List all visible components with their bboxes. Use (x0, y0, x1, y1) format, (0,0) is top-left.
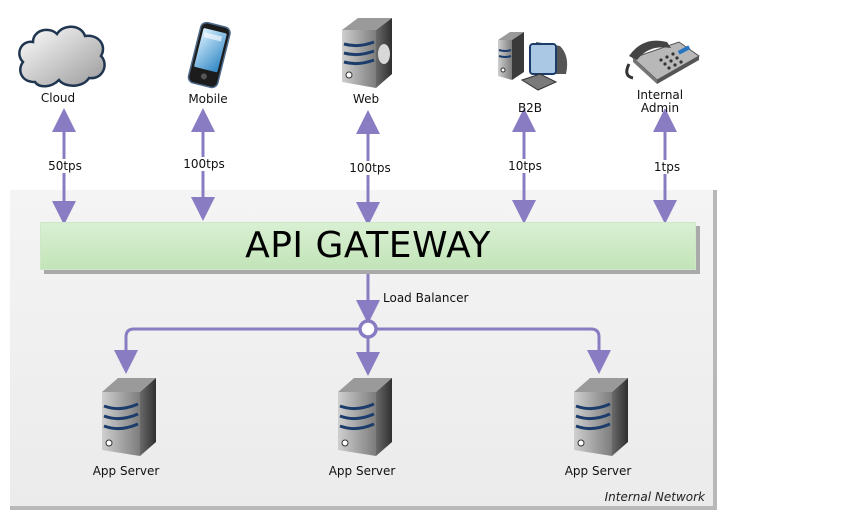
client-label-mobile: Mobile (188, 92, 228, 106)
client-label-admin-line1: Internal (636, 88, 684, 102)
load-balancer-node (358, 319, 378, 339)
api-gateway: API GATEWAY (40, 222, 696, 270)
app-server-label-1: App Server (92, 464, 160, 478)
client-label-admin-line2: Admin (640, 101, 680, 115)
app-server-label-2: App Server (328, 464, 396, 478)
app-server-icon-2 (338, 378, 392, 456)
rate-label-b2b: 10tps (504, 159, 546, 173)
telephone-icon (625, 40, 700, 84)
client-label-admin: Internal Admin (630, 89, 690, 115)
client-label-b2b: B2B (517, 101, 543, 115)
internal-network-label: Internal Network (604, 490, 705, 504)
lb-to-server-left-arrow (114, 327, 360, 374)
workstation-icon (498, 32, 568, 91)
rate-label-cloud: 50tps (44, 159, 86, 173)
load-balancer-label: Load Balancer (383, 291, 469, 305)
client-label-web: Web (352, 92, 380, 106)
client-label-cloud: Cloud (40, 91, 76, 105)
app-server-label-3: App Server (564, 464, 632, 478)
rate-label-mobile: 100tps (178, 157, 230, 171)
cloud-icon (18, 25, 106, 88)
rate-label-web: 100tps (344, 161, 396, 175)
app-server-icon-1 (102, 378, 156, 456)
app-server-icon-3 (574, 378, 628, 456)
lb-to-server-right-arrow (376, 327, 611, 374)
web-server-icon (342, 18, 392, 88)
mobile-phone-icon (187, 21, 231, 89)
rate-label-admin: 1tps (650, 160, 684, 174)
